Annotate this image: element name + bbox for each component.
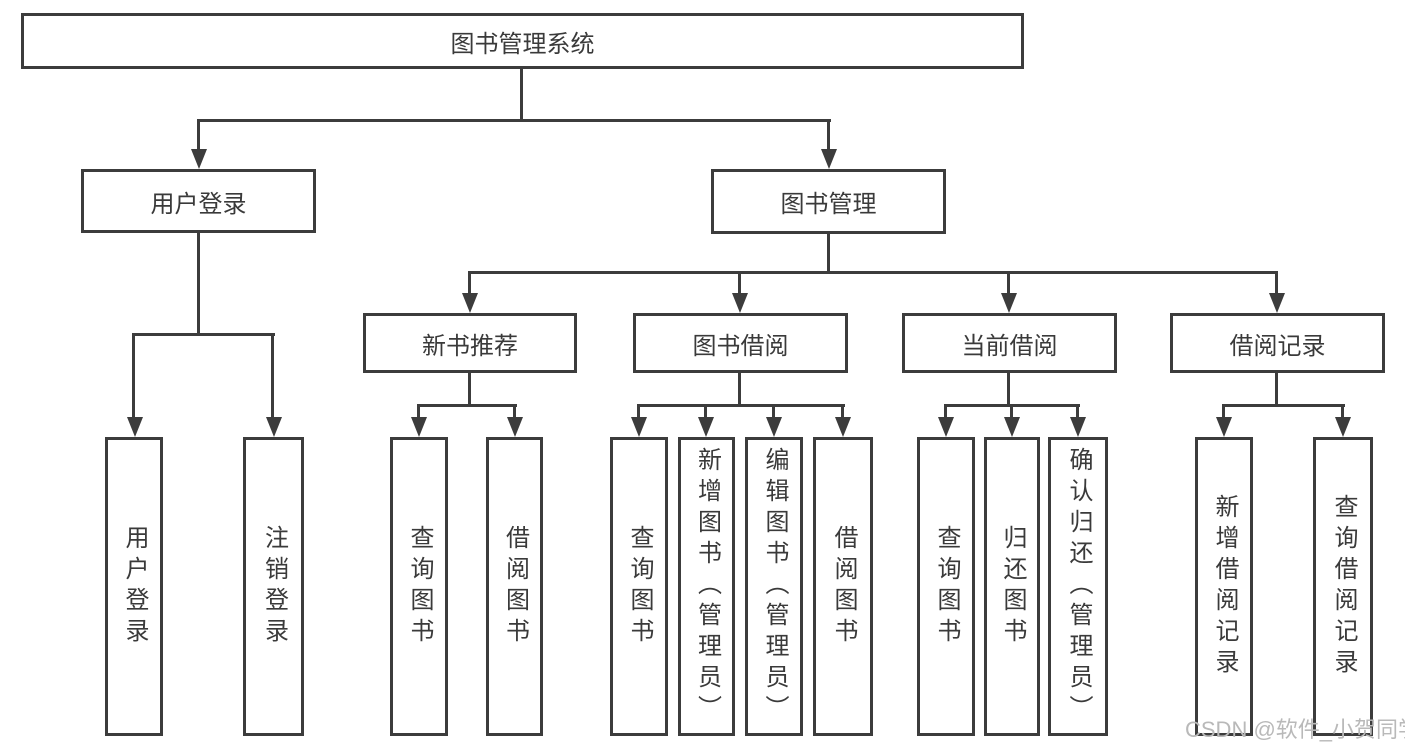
connector-drop-cb-query: [944, 404, 947, 420]
connector-drop-borrow-record: [1275, 271, 1278, 296]
connector-br-bar: [1222, 404, 1345, 407]
node-cb-query: 查询图书: [917, 437, 975, 736]
node-user-login-label: 用户登录: [150, 190, 247, 218]
node-bb-query-label: 查询图书: [626, 524, 653, 649]
connector-drop-book-borrow: [738, 271, 741, 296]
node-nbr-borrow-label: 借阅图书: [501, 524, 529, 649]
arrowhead-bb-edit-icon: [766, 417, 782, 437]
node-user-login: 用户登录: [81, 169, 316, 233]
node-current-borrow-label: 当前借阅: [961, 332, 1058, 360]
arrowhead-book-borrow-icon: [732, 293, 748, 313]
connector-drop-book-mgmt: [827, 119, 830, 152]
node-ul-logout-label: 注销登录: [260, 524, 288, 649]
connector-drop-br-query: [1341, 404, 1344, 420]
connector-cb-stem: [1007, 371, 1010, 407]
connector-drop-nbr-query: [417, 404, 420, 420]
node-book-mgmt-label: 图书管理: [780, 191, 877, 218]
arrowhead-nbr-query-icon: [411, 417, 427, 437]
node-cb-confirm: 确认归还（管理员）: [1048, 437, 1108, 736]
arrowhead-ul-logout-icon: [266, 417, 282, 437]
arrowhead-book-mgmt-icon: [821, 149, 837, 169]
connector-nbr-bar: [417, 404, 517, 407]
connector-drop-ul-logout: [271, 333, 274, 419]
node-cb-return-label: 归还图书: [999, 524, 1026, 649]
connector-level2-bar: [197, 119, 831, 122]
node-nbr-query-label: 查询图书: [406, 524, 433, 649]
node-borrow-record: 借阅记录: [1170, 313, 1385, 373]
connector-drop-br-add: [1222, 404, 1225, 420]
node-bb-add: 新增图书（管理员）: [678, 437, 735, 736]
arrowhead-bb-query-icon: [631, 417, 647, 437]
connector-drop-current-borrow: [1007, 271, 1010, 296]
connector-bb-bar: [637, 404, 845, 407]
connector-drop-ul-login: [132, 333, 135, 419]
node-bb-add-label: 新增图书（管理员）: [693, 447, 721, 726]
connector-br-stem: [1275, 371, 1278, 407]
node-br-add: 新增借阅记录: [1195, 437, 1253, 736]
connector-drop-cb-confirm: [1076, 404, 1079, 420]
connector-nbr-stem: [468, 371, 471, 407]
connector-user-login-bar: [132, 333, 275, 336]
node-bb-edit-label: 编辑图书（管理员）: [761, 447, 788, 726]
node-nbr-borrow: 借阅图书: [486, 437, 543, 736]
node-bb-borrow: 借阅图书: [813, 437, 873, 736]
node-br-query: 查询借阅记录: [1313, 437, 1373, 736]
arrowhead-cb-confirm-icon: [1070, 417, 1086, 437]
node-nbr-query: 查询图书: [390, 437, 448, 736]
node-current-borrow: 当前借阅: [902, 313, 1117, 373]
arrowhead-ul-login-icon: [127, 417, 143, 437]
node-book-mgmt: 图书管理: [711, 169, 946, 234]
connector-level3-bar: [468, 271, 1278, 274]
arrowhead-cb-query-icon: [938, 417, 954, 437]
connector-root-stem: [520, 66, 523, 121]
arrowhead-br-query-icon: [1335, 417, 1351, 437]
node-bb-edit: 编辑图书（管理员）: [745, 437, 803, 736]
arrowhead-bb-borrow-icon: [835, 417, 851, 437]
node-ul-logout: 注销登录: [243, 437, 304, 736]
connector-drop-bb-query: [637, 404, 640, 420]
arrowhead-nbr-borrow-icon: [507, 417, 523, 437]
arrowhead-borrow-record-icon: [1269, 293, 1285, 313]
connector-user-login-stem: [197, 232, 200, 335]
arrowhead-new-book-rec-icon: [462, 293, 478, 313]
connector-drop-bb-edit: [772, 404, 775, 420]
connector-bb-stem: [738, 371, 741, 407]
node-cb-query-label: 查询图书: [933, 524, 960, 649]
connector-drop-user-login: [197, 119, 200, 152]
connector-drop-new-book-rec: [468, 271, 471, 296]
node-bb-query: 查询图书: [610, 437, 668, 736]
arrowhead-current-borrow-icon: [1001, 293, 1017, 313]
arrowhead-user-login-icon: [191, 149, 207, 169]
node-cb-confirm-label: 确认归还（管理员）: [1065, 447, 1092, 726]
arrowhead-br-add-icon: [1216, 417, 1232, 437]
node-new-book-rec-label: 新书推荐: [422, 332, 518, 360]
node-ul-login: 用户登录: [105, 437, 163, 736]
connector-drop-bb-borrow: [841, 404, 844, 420]
node-bb-borrow-label: 借阅图书: [830, 524, 857, 649]
node-root: 图书管理系统: [21, 13, 1024, 69]
csdn-watermark: CSDN @软件_小贺同学: [1185, 717, 1405, 742]
node-book-borrow: 图书借阅: [633, 313, 848, 373]
arrowhead-bb-add-icon: [698, 417, 714, 437]
connector-drop-cb-return: [1010, 404, 1013, 420]
node-br-add-label: 新增借阅记录: [1211, 493, 1238, 680]
node-br-query-label: 查询借阅记录: [1330, 493, 1357, 680]
node-root-label: 图书管理系统: [450, 30, 595, 58]
node-cb-return: 归还图书: [984, 437, 1040, 736]
connector-drop-bb-add: [704, 404, 707, 420]
arrowhead-cb-return-icon: [1004, 417, 1020, 437]
node-new-book-rec: 新书推荐: [363, 313, 577, 373]
connector-drop-nbr-borrow: [513, 404, 516, 420]
connector-book-mgmt-stem: [827, 232, 830, 274]
node-book-borrow-label: 图书借阅: [692, 332, 789, 360]
node-ul-login-label: 用户登录: [121, 524, 148, 649]
node-borrow-record-label: 借阅记录: [1229, 332, 1326, 360]
